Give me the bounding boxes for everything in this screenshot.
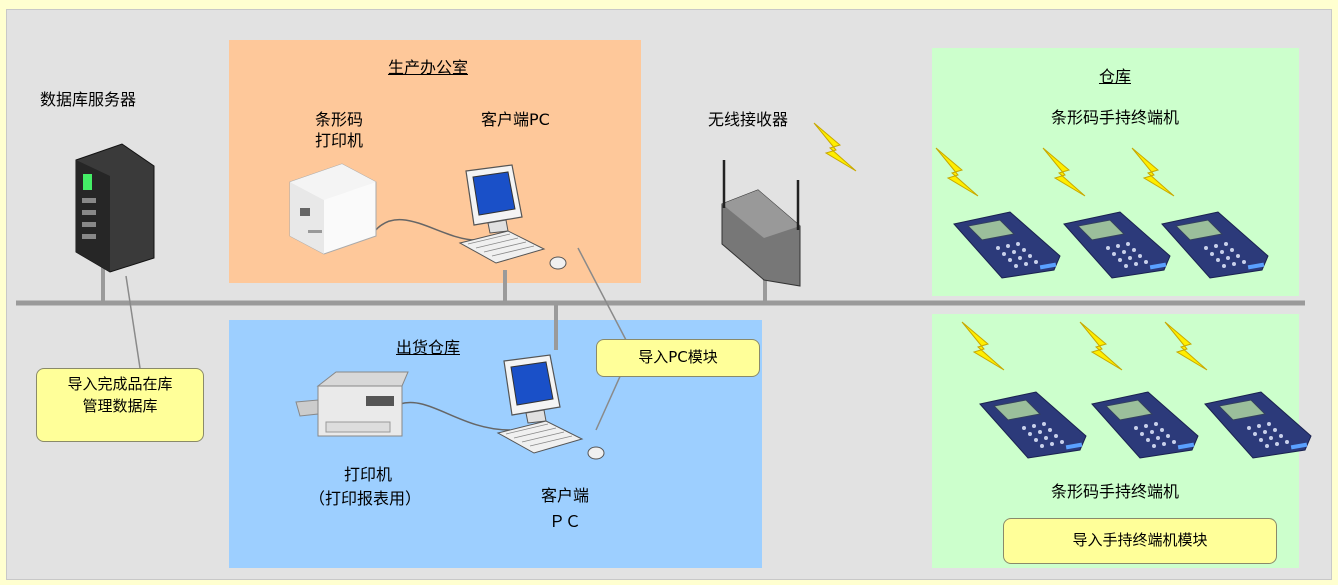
db-server-label: 数据库服务器 [40, 90, 137, 109]
lightning-icon [1131, 147, 1175, 197]
handheld-terminal-icon [1204, 391, 1312, 459]
db-import-callout-line2: 管理数据库 [82, 397, 158, 415]
handheld-terminal-icon [979, 391, 1087, 459]
shipping-warehouse-title: 出货仓库 [395, 338, 460, 357]
client-pc-top-icon [459, 164, 567, 270]
handheld-terminal-icon [1091, 391, 1199, 459]
report-printer-label-line2: （打印报表用） [308, 489, 421, 508]
production-office-zone [229, 40, 641, 283]
barcode-printer-label-line2: 打印机 [314, 131, 363, 150]
lightning-icon [1079, 321, 1123, 371]
lightning-icon [935, 147, 979, 197]
production-office-title: 生产办公室 [387, 58, 468, 77]
handheld-bottom-label: 条形码手持终端机 [1050, 482, 1179, 501]
client-pc-bottom-label-line1: 客户端 [540, 486, 589, 505]
lightning-icon [1042, 147, 1086, 197]
pc-module-callout: 导入PC模块 [596, 339, 760, 377]
wireless-receiver-icon [721, 160, 801, 287]
client-pc-bottom-label-line2: ＰＣ [548, 512, 581, 531]
handheld-terminal-icon [1063, 211, 1171, 279]
lightning-icon [813, 122, 857, 172]
lightning-icon [1164, 321, 1208, 371]
handheld-module-callout: 导入手持终端机模块 [1003, 518, 1277, 564]
warehouse-title: 仓库 [1098, 67, 1131, 86]
client-pc-bottom-icon [497, 354, 605, 460]
network-bus [16, 262, 1305, 350]
report-printer-icon [295, 371, 409, 437]
database-server-icon [75, 143, 155, 273]
wireless-receiver-label: 无线接收器 [708, 110, 789, 129]
handheld-terminal-icon [953, 211, 1061, 279]
report-printer-label-line1: 打印机 [343, 465, 392, 484]
handheld-terminal-icon [1161, 211, 1269, 279]
handheld-top-label: 条形码手持终端机 [1050, 108, 1179, 127]
barcode-printer-label-line1: 条形码 [314, 110, 363, 129]
db-import-callout-line1: 导入完成品在库 [67, 375, 173, 393]
client-pc-top-label: 客户端PC [481, 110, 550, 129]
lightning-icon [961, 321, 1005, 371]
db-import-callout: 导入完成品在库 管理数据库 [36, 368, 204, 442]
barcode-printer-icon [289, 163, 377, 255]
